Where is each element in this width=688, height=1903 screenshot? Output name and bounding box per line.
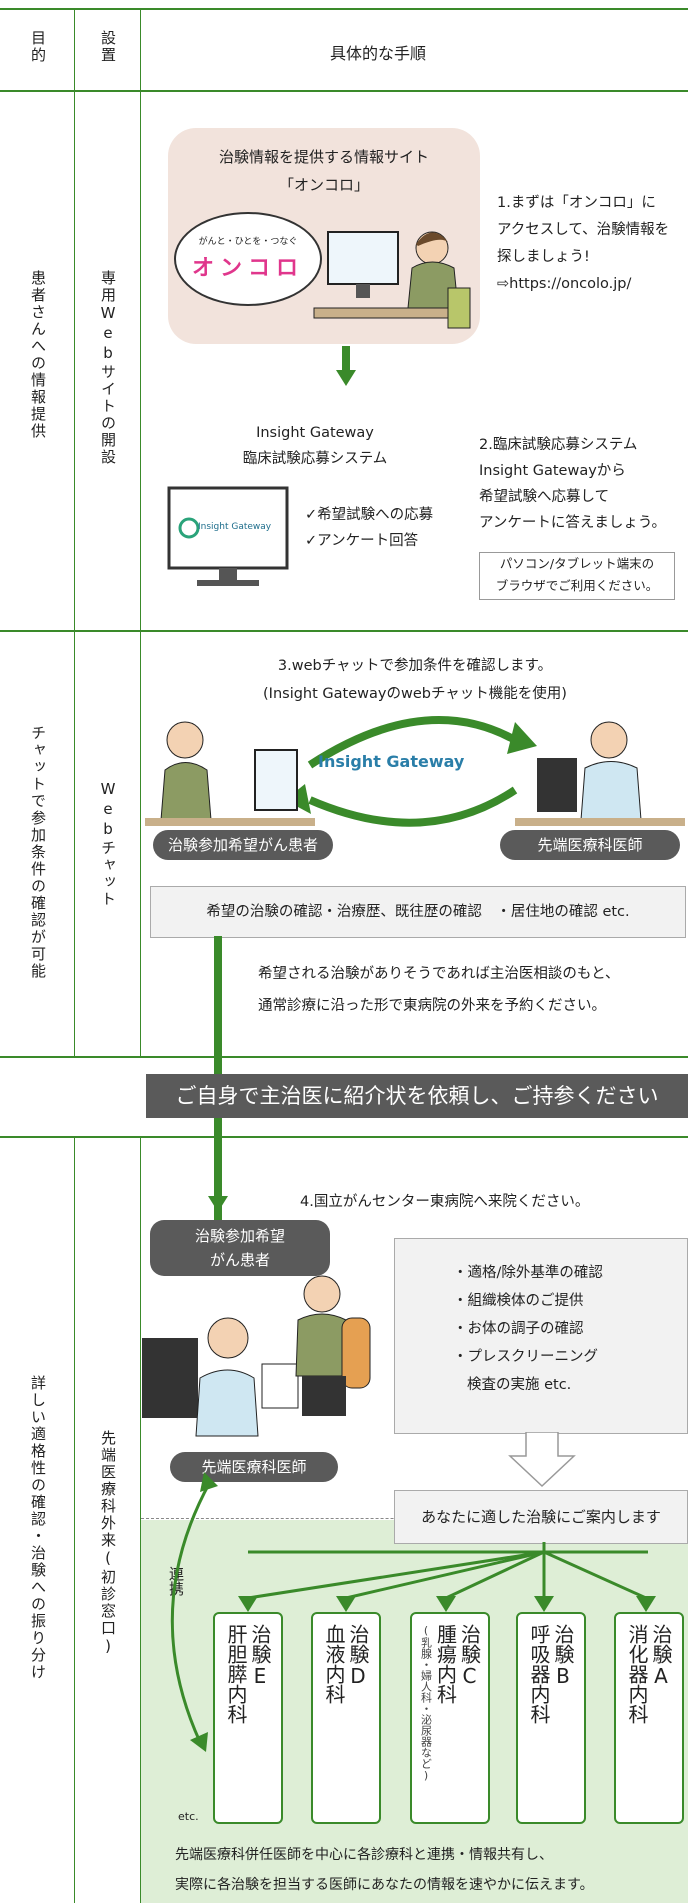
col-divider-2b [140, 1136, 141, 1903]
ig-logo-small: Insight Gateway [198, 522, 272, 532]
arrow-head-1 [336, 370, 356, 386]
branch-arrows [238, 1542, 656, 1612]
sec3-top-border [0, 1136, 688, 1138]
table-top-border [0, 8, 688, 10]
col-divider-1 [74, 8, 75, 1056]
col-divider-1b [74, 1136, 75, 1903]
patient-label: 治験参加希望がん患者 [153, 830, 333, 860]
confirm-box: 希望の治験の確認・治療歴、既往歴の確認 ・居住地の確認 etc. [150, 886, 686, 938]
sec1-bottom-border [0, 630, 688, 632]
site-name: 「オンコロ」 [278, 176, 369, 194]
chat-illustration [145, 716, 685, 827]
oncolo-logo: オンコロ [191, 256, 304, 281]
footer-text: 先端医療科併任医師を中心に各診療科と連携・情報共有し、 実際に各治験を担当する医… [175, 1847, 594, 1893]
sec1-purpose: 患者さんへの情報提供 [29, 270, 47, 440]
sec3-setup: 先端医療科外来(初診窓口) [99, 1430, 117, 1657]
header-bottom-border [0, 90, 688, 92]
down-arrow-outline [508, 1432, 576, 1488]
consultation-illustration [142, 1275, 371, 1437]
header-setup: 設置 [99, 30, 117, 64]
sec3-purpose: 詳しい適格性の確認・治験への振り分け [29, 1375, 47, 1681]
browser-note: パソコン/タブレット端末の ブラウザでご利用ください。 [479, 552, 675, 600]
checks-box: ・適格/除外基準の確認 ・組織検体のご提供 ・お体の調子の確認 ・プレスクリーニ… [394, 1238, 688, 1434]
advice-text: 希望される治験がありそうであれば主治医相談のもと、 通常診療に沿った形で東病院の… [258, 966, 620, 1014]
arrow-head-2 [208, 1196, 228, 1212]
header-purpose: 目的 [29, 30, 47, 64]
dept-card-c: 治験C 腫瘍内科 (乳腺・婦人科・泌尿器など) [410, 1612, 490, 1824]
col-divider-2 [140, 8, 141, 1056]
step1-text: 1.まずは「オンコロ」に アクセスして、治験情報を 探しましょう! ⇨https… [497, 195, 670, 292]
chat-logo: Insight Gateway [318, 752, 465, 771]
sec2-purpose: チャットで参加条件の確認が可能 [29, 725, 47, 980]
sec1-setup: 専用Webサイトの開設 [99, 270, 117, 466]
sec2-setup: Webチャット [99, 780, 117, 908]
monitor-illustration [167, 486, 289, 586]
link-arrow [170, 1472, 218, 1752]
dept-card-d: 治験D 血液内科 [311, 1612, 381, 1824]
step4-text: 4.国立がんセンター東病院へ来院ください。 [300, 1194, 590, 1210]
oncolo-illustration: 治験情報を提供する情報サイト 「オンコロ」 がんと・ひとを・つなぐ オンコロ [168, 128, 480, 344]
dept-card-a: 治験A 消化器内科 [614, 1612, 684, 1824]
arrow-shaft-1 [342, 346, 350, 374]
dept-card-b: 治験B 呼吸器内科 [516, 1612, 586, 1824]
dept-card-e: 治験E 肝胆膵内科 [213, 1612, 283, 1824]
person-at-computer-illustration [313, 231, 471, 329]
check-apply: ✓希望試験への応募 [305, 507, 434, 523]
doctor-label-3: 先端医療科医師 [170, 1452, 338, 1482]
check-survey: ✓アンケート回答 [305, 533, 419, 549]
step2-text: 2.臨床試験応募システム Insight Gatewayから 希望試験へ応募して… [479, 437, 667, 531]
logo-tagline: がんと・ひとを・つなぐ [198, 237, 298, 247]
speech-bubble: がんと・ひとを・つなぐ オンコロ [174, 212, 322, 306]
guide-box: あなたに適した治験にご案内します [394, 1490, 688, 1544]
ig-title: Insight Gateway 臨床試験応募システム [242, 425, 388, 467]
doctor-label: 先端医療科医師 [500, 830, 680, 860]
step3-text: 3.webチャットで参加条件を確認します。 (Insight Gatewayのw… [263, 658, 567, 702]
patient-label-3: 治験参加希望 がん患者 [150, 1220, 330, 1276]
referral-banner: ご自身で主治医に紹介状を依頼し、ご持参ください [146, 1074, 688, 1118]
etc-label: etc. [178, 1810, 199, 1823]
header-procedure: 具体的な手順 [330, 44, 427, 63]
ig-checklist: ✓希望試験への応募 ✓アンケート回答 [305, 502, 433, 554]
sec2-bottom-border [0, 1056, 688, 1058]
site-title: 治験情報を提供する情報サイト [218, 148, 429, 166]
